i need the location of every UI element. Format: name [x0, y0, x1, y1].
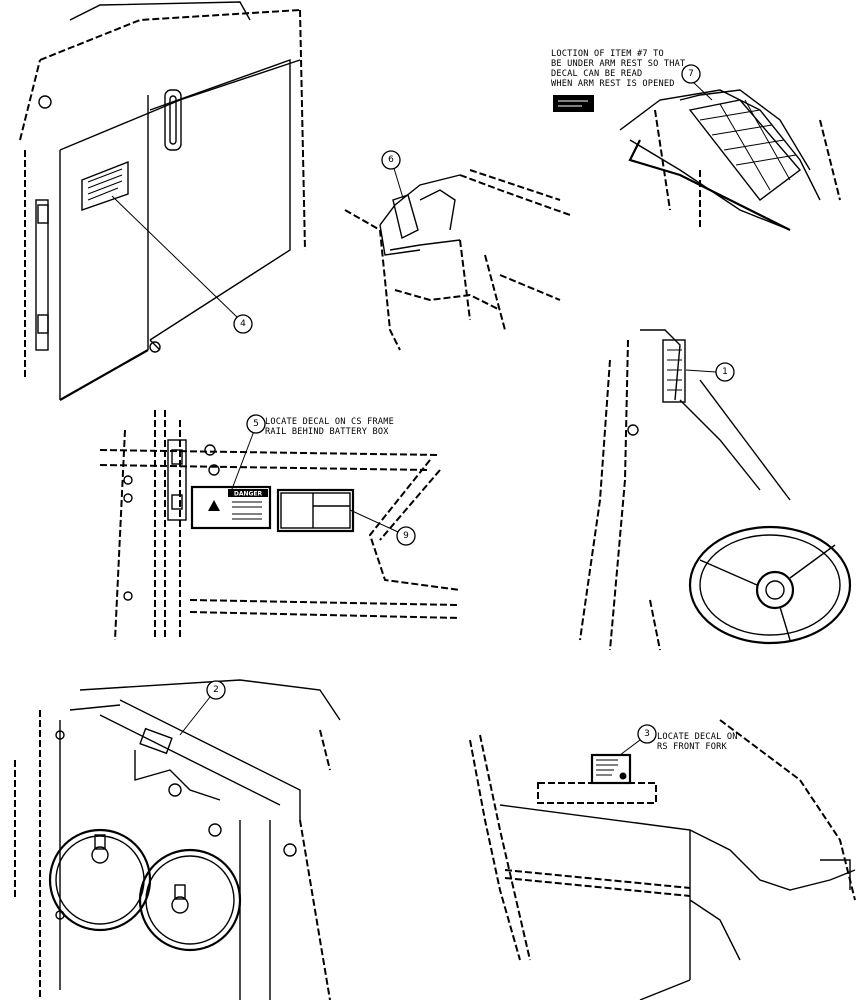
decal-3 [590, 753, 632, 785]
view-steering-column [579, 329, 852, 651]
note-item7-line2: BE UNDER ARM REST SO THAT [551, 59, 685, 69]
note-item3-line2: RS FRONT FORK [657, 742, 727, 752]
callout-7: 7 [681, 64, 701, 84]
svg-text:1: 1 [722, 367, 728, 377]
note-item5-line2: RAIL BEHIND BATTERY BOX [265, 427, 389, 437]
callout-6: 6 [381, 150, 401, 170]
view-frame-rail: DANGER LOCATE DECAL ON CS FRAME RAIL BEH… [99, 410, 461, 641]
svg-text:5: 5 [253, 419, 259, 429]
callout-4: 4 [233, 314, 253, 334]
callout-2: 2 [206, 680, 226, 700]
note-item7-line1: LOCTION OF ITEM #7 TO [551, 49, 664, 59]
svg-text:4: 4 [240, 319, 246, 329]
callout-3: 3 [637, 724, 657, 744]
svg-text:6: 6 [388, 155, 394, 165]
decal-2 [139, 727, 173, 755]
note-item3-line1: LOCATE DECAL ON [657, 732, 738, 742]
view-cab-door [19, 1, 306, 401]
callout-5: 5 [246, 414, 266, 434]
callout-1: 1 [715, 362, 735, 382]
decal-7-thumbnail [553, 95, 594, 112]
svg-text:2: 2 [213, 685, 219, 695]
view-air-tanks [14, 679, 341, 1000]
decal-5 [190, 485, 272, 530]
svg-text:7: 7 [688, 69, 694, 79]
svg-text:9: 9 [403, 531, 409, 541]
note-item7-line3: DECAL CAN BE READ [551, 69, 642, 79]
view-seat-console [344, 164, 571, 351]
note-item7-line4: WHEN ARM REST IS OPENED [551, 79, 675, 89]
decal-5-header: DANGER [234, 491, 263, 498]
view-arm-rest: LOCTION OF ITEM #7 TO BE UNDER ARM REST … [551, 49, 841, 231]
view-front-fork: LOCATE DECAL ON RS FRONT FORK [469, 719, 856, 1000]
callout-9: 9 [396, 526, 416, 546]
decal-9 [276, 488, 355, 533]
note-item5-line1: LOCATE DECAL ON CS FRAME [265, 417, 394, 427]
svg-text:3: 3 [644, 729, 650, 739]
